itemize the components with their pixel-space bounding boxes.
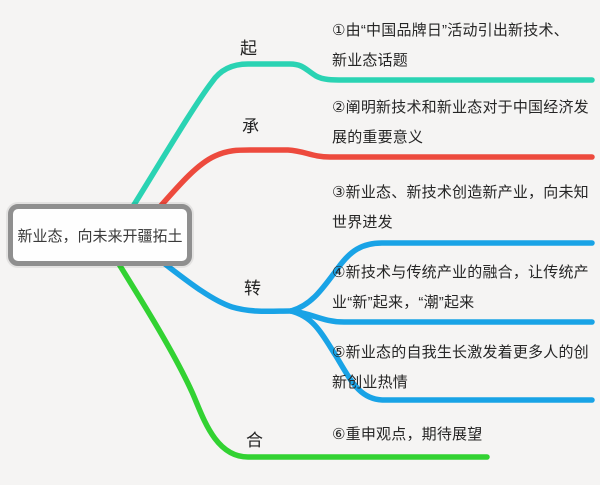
leaf-node-4[interactable]: ④新技术与传统产业的融合，让传统产 业“新”起来，“潮”起来 — [332, 264, 589, 311]
leaf-node-3[interactable]: ③新业态、新技术创造新产业，向未知 世界进发 — [332, 184, 589, 231]
branch-line-zhuan-leaf3 — [288, 240, 595, 314]
leaf-node-1[interactable]: ①由“中国品牌日”活动引出新技术、 新业态话题 — [332, 22, 569, 69]
leaf-node-2[interactable]: ②阐明新技术和新业态对于中国经济发 展的重要意义 — [332, 99, 589, 146]
root-node-label: 新业态，向未来开疆拓土 — [17, 227, 183, 245]
leaf-node-6[interactable]: ⑥重申观点，期待展望 — [332, 426, 483, 443]
branch-label-cheng[interactable]: 承 — [242, 117, 259, 136]
branch-label-zhuan[interactable]: 转 — [244, 279, 261, 298]
branch-line-he — [111, 253, 490, 460]
root-node[interactable]: 新业态，向未来开疆拓土 — [8, 204, 192, 266]
leaf-node-5[interactable]: ⑤新业态的自我生长激发着更多人的创 新创业热情 — [332, 344, 589, 391]
branch-label-he[interactable]: 合 — [246, 431, 263, 450]
branch-label-qi[interactable]: 起 — [240, 39, 257, 58]
branch-line-qi — [119, 61, 595, 227]
branch-line-zhuan-leaf5 — [288, 308, 595, 403]
branch-line-cheng — [147, 147, 595, 221]
